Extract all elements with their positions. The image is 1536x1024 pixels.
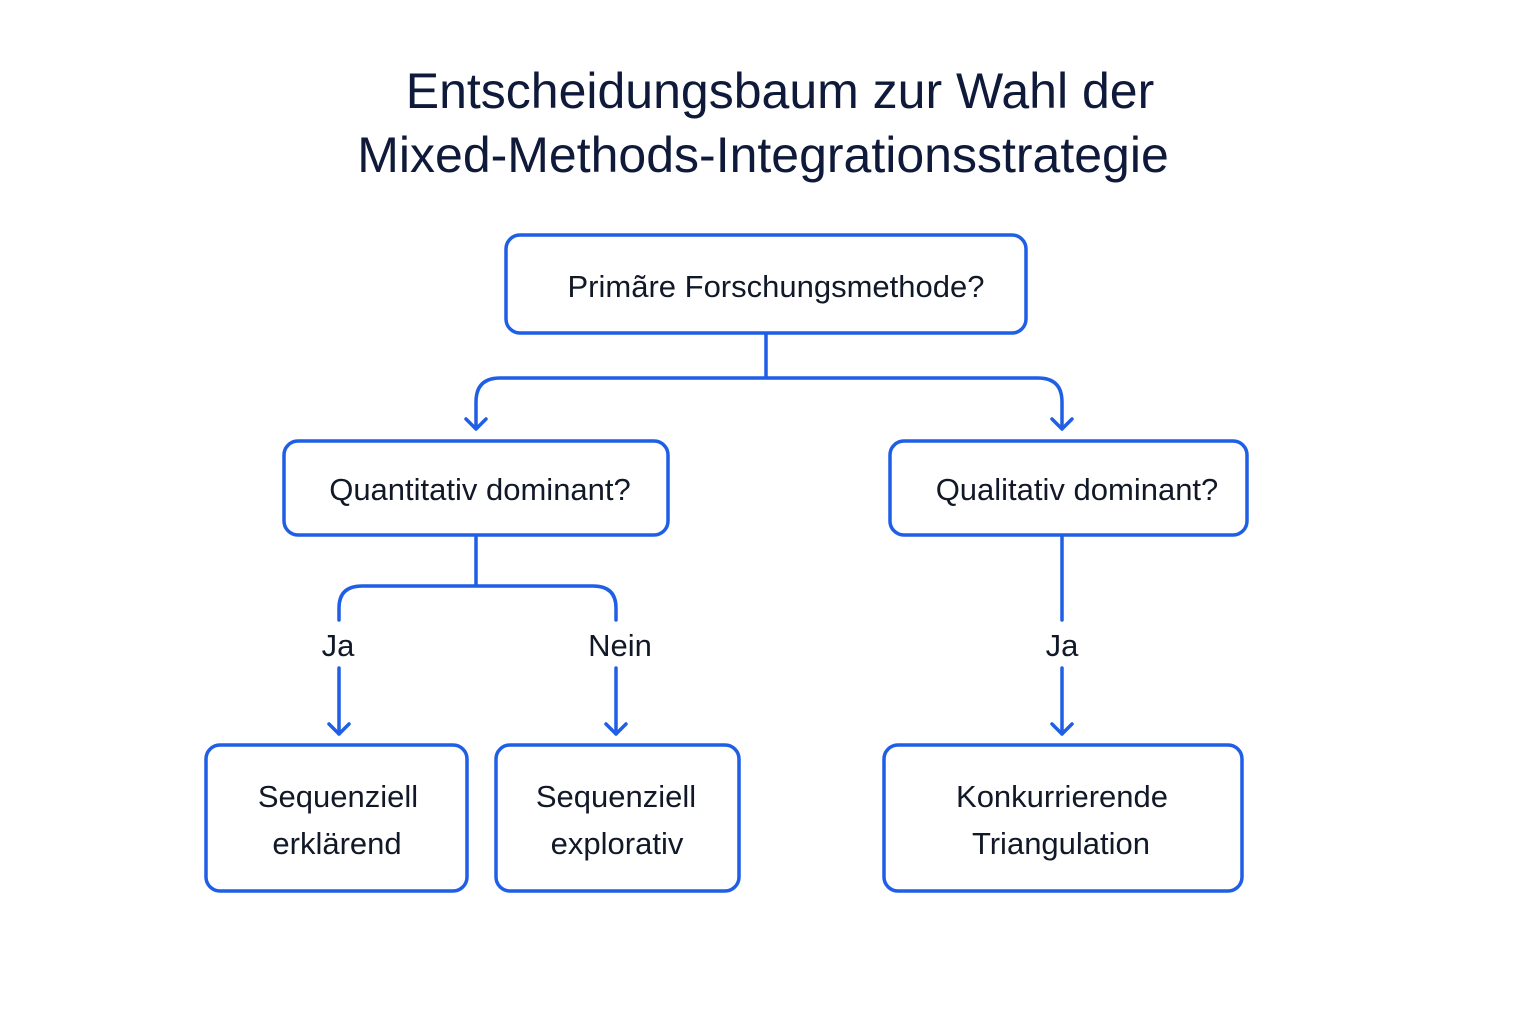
leaf1-line2: erklärend: [272, 826, 401, 861]
node-quant: Quantitativ dominant?: [282, 439, 670, 537]
title-line-2: Mixed-Methods-Integrationsstrategie: [357, 127, 1169, 183]
leaf2-line1: Sequenziell: [536, 779, 696, 814]
node-qual-label: Qualitativ dominant?: [936, 472, 1219, 507]
edge-label-qual-yes: Ja: [1046, 628, 1080, 663]
qual-connector: [1050, 534, 1074, 736]
arrowhead-qual: [1050, 417, 1074, 431]
leaf1-arrow: [327, 666, 351, 736]
leaf-sequential-exploratory: Sequenziell explorativ: [494, 743, 741, 893]
node-root-label: Primãre Forschungsmethode?: [568, 269, 985, 304]
leaf-sequential-explanatory: Sequenziell erklärend: [204, 743, 469, 893]
node-qual: Qualitativ dominant?: [888, 439, 1249, 537]
leaf3-line1: Konkurrierende: [956, 779, 1168, 814]
node-root: Primãre Forschungsmethode?: [504, 233, 1028, 335]
root-connector: [474, 332, 1064, 430]
title-line-1: Entscheidungsbaum zur Wahl der: [406, 63, 1155, 119]
leaf1-line1: Sequenziell: [258, 779, 418, 814]
quant-connector: [337, 534, 618, 622]
edge-label-quant-yes: Ja: [322, 628, 356, 663]
leaf3-line2: Triangulation: [972, 826, 1150, 861]
leaf-concurrent-triangulation: Konkurrierende Triangulation: [882, 743, 1244, 893]
connectors: [327, 332, 1074, 736]
arrowhead-quant: [464, 417, 488, 431]
edge-label-quant-no: Nein: [588, 628, 652, 663]
node-quant-label: Quantitativ dominant?: [329, 472, 631, 507]
leaf2-line2: explorativ: [551, 826, 684, 861]
leaf2-arrow: [604, 666, 628, 736]
